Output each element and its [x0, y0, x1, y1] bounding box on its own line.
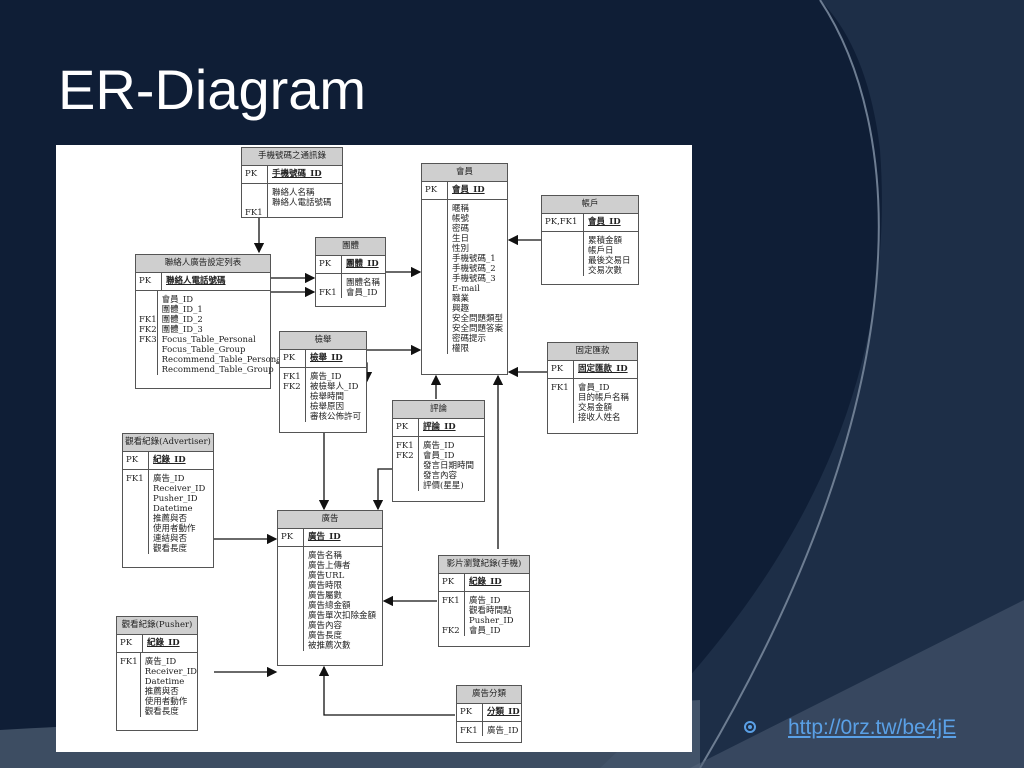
entity-title: 手機號碼之通訊錄 [242, 148, 342, 166]
entity-attrs: 聯絡人名稱 聯絡人電話號碼 [272, 188, 332, 208]
entity-attrs: 廣告_ID [487, 726, 519, 736]
entity-title: 評論 [393, 401, 484, 419]
entity-keys: FK1 FK2 [393, 437, 419, 491]
entity-pk-key: PK [278, 529, 304, 546]
entity-ad-category: 廣告分類 PK 分類_ID FK1 廣告_ID [456, 685, 522, 743]
entity-pk: 會員_ID [588, 217, 621, 227]
entity-keys: FK1 FK2 [439, 592, 465, 636]
entity-keys: FK1 [548, 379, 574, 423]
entity-ad: 廣告 PK 廣告_ID 廣告名稱 廣告上傳者 廣告URL 廣告時限 廣告屬數 廣告… [277, 510, 383, 666]
entity-attrs: 暱稱 帳號 密碼 生日 性別 手機號碼_1 手機號碼_2 手機號碼_3 E-ma… [452, 204, 504, 354]
entity-title: 團體 [316, 238, 385, 256]
entity-title: 影片瀏覽紀錄(手機) [439, 556, 529, 574]
entity-pk-key: PK [123, 452, 149, 469]
entity-pk: 固定匯款_ID [578, 364, 628, 374]
entity-pk-key: PK [457, 704, 483, 721]
entity-pk-key: PK [439, 574, 465, 591]
entity-pk: 紀錄_ID [147, 638, 180, 648]
entity-attrs: 廣告_ID Receiver_ID Pusher_ID Datetime 推薦與… [153, 474, 206, 554]
entity-keys: FK1 [457, 722, 483, 736]
entity-pk: 廣告_ID [308, 532, 341, 542]
entity-keys [278, 547, 304, 651]
entity-attrs: 團體名稱 會員_ID [346, 278, 381, 298]
entity-keys: FK1 [242, 184, 268, 218]
entity-keys: FK1 [316, 274, 342, 298]
entity-attrs: 廣告_ID 被檢舉人_ID 檢舉時間 檢舉原因 審核公佈許可 [310, 372, 362, 422]
entity-attrs: 會員_ID 目的帳戶名稱 交易金額 接收人姓名 [578, 383, 630, 423]
entity-pk-key: PK [316, 256, 342, 273]
entity-title: 觀看紀錄(Pusher) [117, 617, 197, 635]
entity-pk: 紀錄_ID [153, 455, 186, 465]
entity-title: 帳戶 [542, 196, 638, 214]
entity-keys: FK1 [117, 653, 141, 717]
entity-title: 聯絡人廣告設定列表 [136, 255, 270, 273]
entity-pk-key: PK [136, 273, 162, 290]
entity-pk-key: PK [548, 361, 574, 378]
entity-attrs: 累積金額 帳戶日 最後交易日 交易次數 [588, 236, 631, 276]
entity-attrs: 廣告_ID Receiver_ID Datetime 推薦與否 使用者動作 觀看… [144, 657, 197, 717]
entity-pk-key: PK [393, 419, 419, 436]
entity-title: 廣告 [278, 511, 382, 529]
entity-pk-key: PK [117, 635, 143, 652]
entity-pk: 會員_ID [452, 185, 485, 195]
relation-line [318, 665, 455, 716]
entity-attrs: 廣告名稱 廣告上傳者 廣告URL 廣告時限 廣告屬數 廣告總金額 廣告單次扣除金… [308, 551, 377, 651]
entity-keys: FK1 FK2 [280, 368, 306, 422]
entity-attrs: 廣告_ID 觀看時間點 Pusher_ID 會員_ID [469, 596, 514, 636]
entity-title: 會員 [422, 164, 507, 182]
entity-pk: 紀錄_ID [469, 577, 502, 587]
entity-keys: FK1 [123, 470, 149, 554]
entity-pk-key: PK [422, 182, 448, 199]
entity-title: 固定匯款 [548, 343, 637, 361]
relation-line [372, 468, 392, 511]
relationship-lines [214, 218, 561, 716]
entity-title: 廣告分類 [457, 686, 521, 704]
entity-member: 會員 PK 會員_ID 暱稱 帳號 密碼 生日 性別 手機號碼_1 手機號碼_2 … [421, 163, 508, 375]
entity-pk-key: PK [280, 350, 306, 367]
entity-pk: 分類_ID [487, 707, 520, 717]
entity-pk: 評論_ID [423, 422, 456, 432]
entity-attrs: 會員_ID 團體_ID_1 團體_ID_2 團體_ID_3 Focus_Tabl… [161, 295, 284, 375]
entity-account: 帳戶 PK,FK1 會員_ID 累積金額 帳戶日 最後交易日 交易次數 [541, 195, 639, 285]
entity-keys: FK1 FK2 FK3 [136, 291, 158, 375]
entity-keys [542, 232, 584, 276]
entity-pk: 檢舉_ID [310, 353, 343, 363]
entity-pk-key: PK [242, 166, 268, 183]
entity-pk-key: PK,FK1 [542, 214, 584, 231]
entity-title: 觀看紀錄(Advertiser) [123, 434, 213, 452]
reference-link[interactable]: http://0rz.tw/be4jE [788, 716, 957, 739]
entity-pk: 手機號碼_ID [272, 169, 322, 179]
slide-title: ER-Diagram [58, 58, 367, 121]
entity-title: 檢舉 [280, 332, 366, 350]
entity-attrs: 廣告_ID 會員_ID 發言日期時間 發言內容 評價(星星) [423, 441, 475, 491]
bullet-icon [744, 721, 756, 733]
entity-pk: 聯絡人電話號碼 [166, 276, 226, 286]
entity-keys [422, 200, 448, 354]
entity-pk: 團體_ID [346, 259, 379, 269]
